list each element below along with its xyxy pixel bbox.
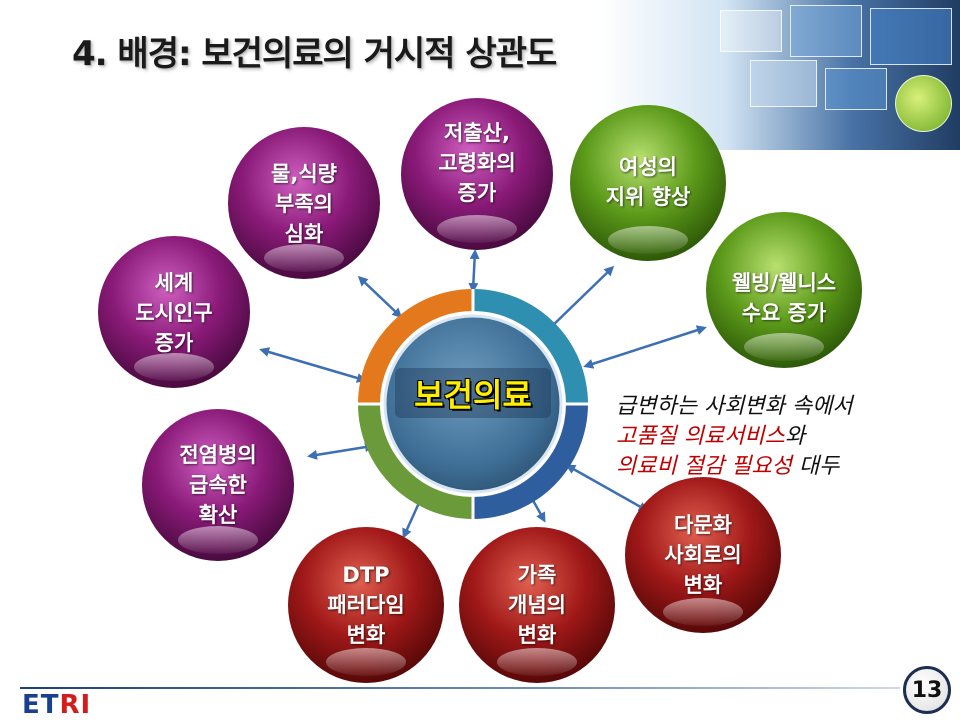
ring-segment-blue (473, 404, 588, 519)
note-line-2: 고품질 의료서비스와 (616, 422, 946, 452)
page-number: 13 (903, 666, 951, 714)
etri-logo: ETRI (22, 690, 91, 720)
ring-segment-orange (358, 289, 473, 404)
arrow-epidemic (307, 442, 375, 460)
arrow-water-food (357, 275, 403, 319)
slide-title: 4. 배경: 보건의료의 거시적 상관도 (72, 34, 557, 74)
ring-segment-green (358, 404, 473, 519)
node-label-epidemic: 전염병의 급속한 확산 (179, 443, 257, 527)
center-label: 보건의료 (395, 368, 551, 418)
summary-note: 급변하는 사회변화 속에서 고품질 의료서비스와 의료비 절감 필요성 대두 (616, 392, 946, 482)
node-label-family-concept: 가족 개념의 변화 (508, 563, 566, 647)
connector-arrows (259, 249, 707, 539)
center-ring (358, 289, 588, 519)
node-label-dtp-paradigm: DTP 패러다임 변화 (327, 563, 405, 647)
note-text-and: 와 (784, 424, 806, 449)
ring-segment-teal (473, 289, 588, 404)
node-urban-population (98, 236, 250, 388)
node-label-birthrate-aging: 저출산, 고령화의 증가 (438, 121, 516, 205)
node-women-status (570, 105, 726, 261)
arrow-urban-population (259, 347, 367, 383)
node-label-urban-population: 세계 도시인구 증가 (135, 271, 213, 355)
arrow-birthrate-aging (468, 249, 480, 293)
node-dtp-paradigm (288, 527, 444, 683)
decorative-banner (600, 0, 960, 150)
node-multicultural (625, 477, 781, 633)
node-water-food (228, 127, 380, 279)
logo-accent-text: RI (59, 690, 92, 720)
note-text-emerge: 대두 (791, 454, 840, 479)
note-line-1: 급변하는 사회변화 속에서 (616, 394, 853, 419)
node-birthrate-aging (401, 98, 553, 250)
logo-main-text: ET (22, 690, 60, 720)
arrow-multicultural (565, 464, 649, 512)
note-line-3: 의료비 절감 필요성 대두 (616, 452, 946, 482)
node-wellbeing (706, 212, 862, 368)
node-family-concept (459, 527, 615, 683)
node-label-multicultural: 다문화 사회로의 변화 (664, 513, 742, 597)
arrow-wellbeing (583, 325, 707, 369)
node-label-wellbeing: 웰빙/웰니스 수요 증가 (731, 271, 837, 325)
footer-divider (20, 687, 900, 689)
arrow-women-status (545, 265, 615, 333)
note-highlight-cost: 의료비 절감 필요성 (616, 454, 792, 479)
node-label-women-status: 여성의 지위 향상 (605, 155, 691, 209)
center-circle (383, 314, 563, 494)
node-epidemic (142, 409, 294, 561)
note-highlight-quality: 고품질 의료서비스 (616, 424, 785, 449)
node-label-water-food: 물,식량 부족의 심화 (271, 162, 337, 246)
